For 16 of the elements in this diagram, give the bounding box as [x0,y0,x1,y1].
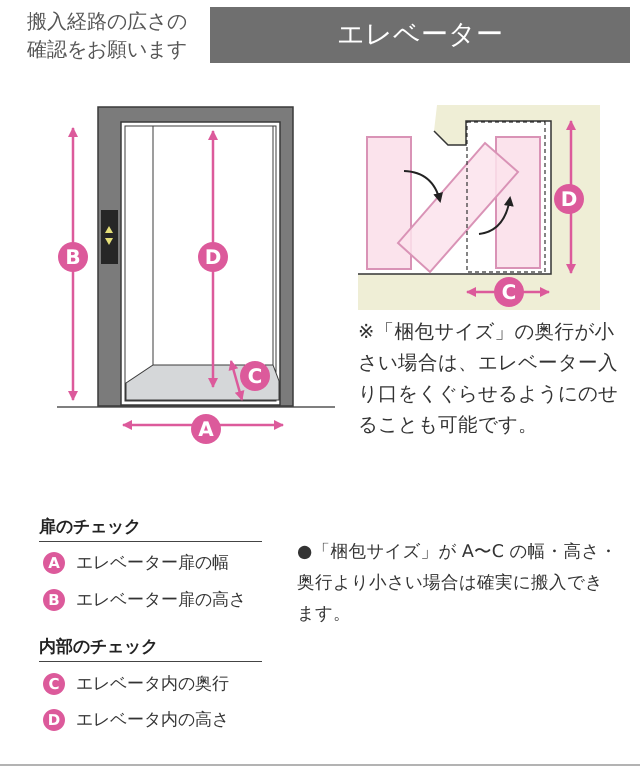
check-item-text: エレベータ内の奥行 [76,673,230,696]
callout-letter: A [43,552,65,574]
note-text: ●「梱包サイズ」が A〜C の幅・高さ・奥行より小さい場合は確実に搬入できます。 [297,541,619,626]
section-heading: 扉のチェック [39,515,262,542]
callout-letter: D [43,709,65,731]
header-text: 搬入経路の広さの確認をお願います [27,8,188,63]
note-text: ※「梱包サイズ」の奥行が小さい場合は、エレベーター入り口をくぐらせるようにのせることも可能です。 [358,319,619,438]
callout-letter: B [58,242,88,272]
callout-letter: C [43,673,65,695]
check-item-text: エレベーター扉の高さ [76,589,247,612]
check-item-text: エレベータ内の高さ [76,709,230,732]
section-heading: 内部のチェック [39,635,262,662]
callout-letter: A [191,414,221,444]
check-item-text: エレベーター扉の幅 [76,552,230,575]
callout-letter: B [43,589,65,611]
title-banner: エレベーター [210,7,630,63]
